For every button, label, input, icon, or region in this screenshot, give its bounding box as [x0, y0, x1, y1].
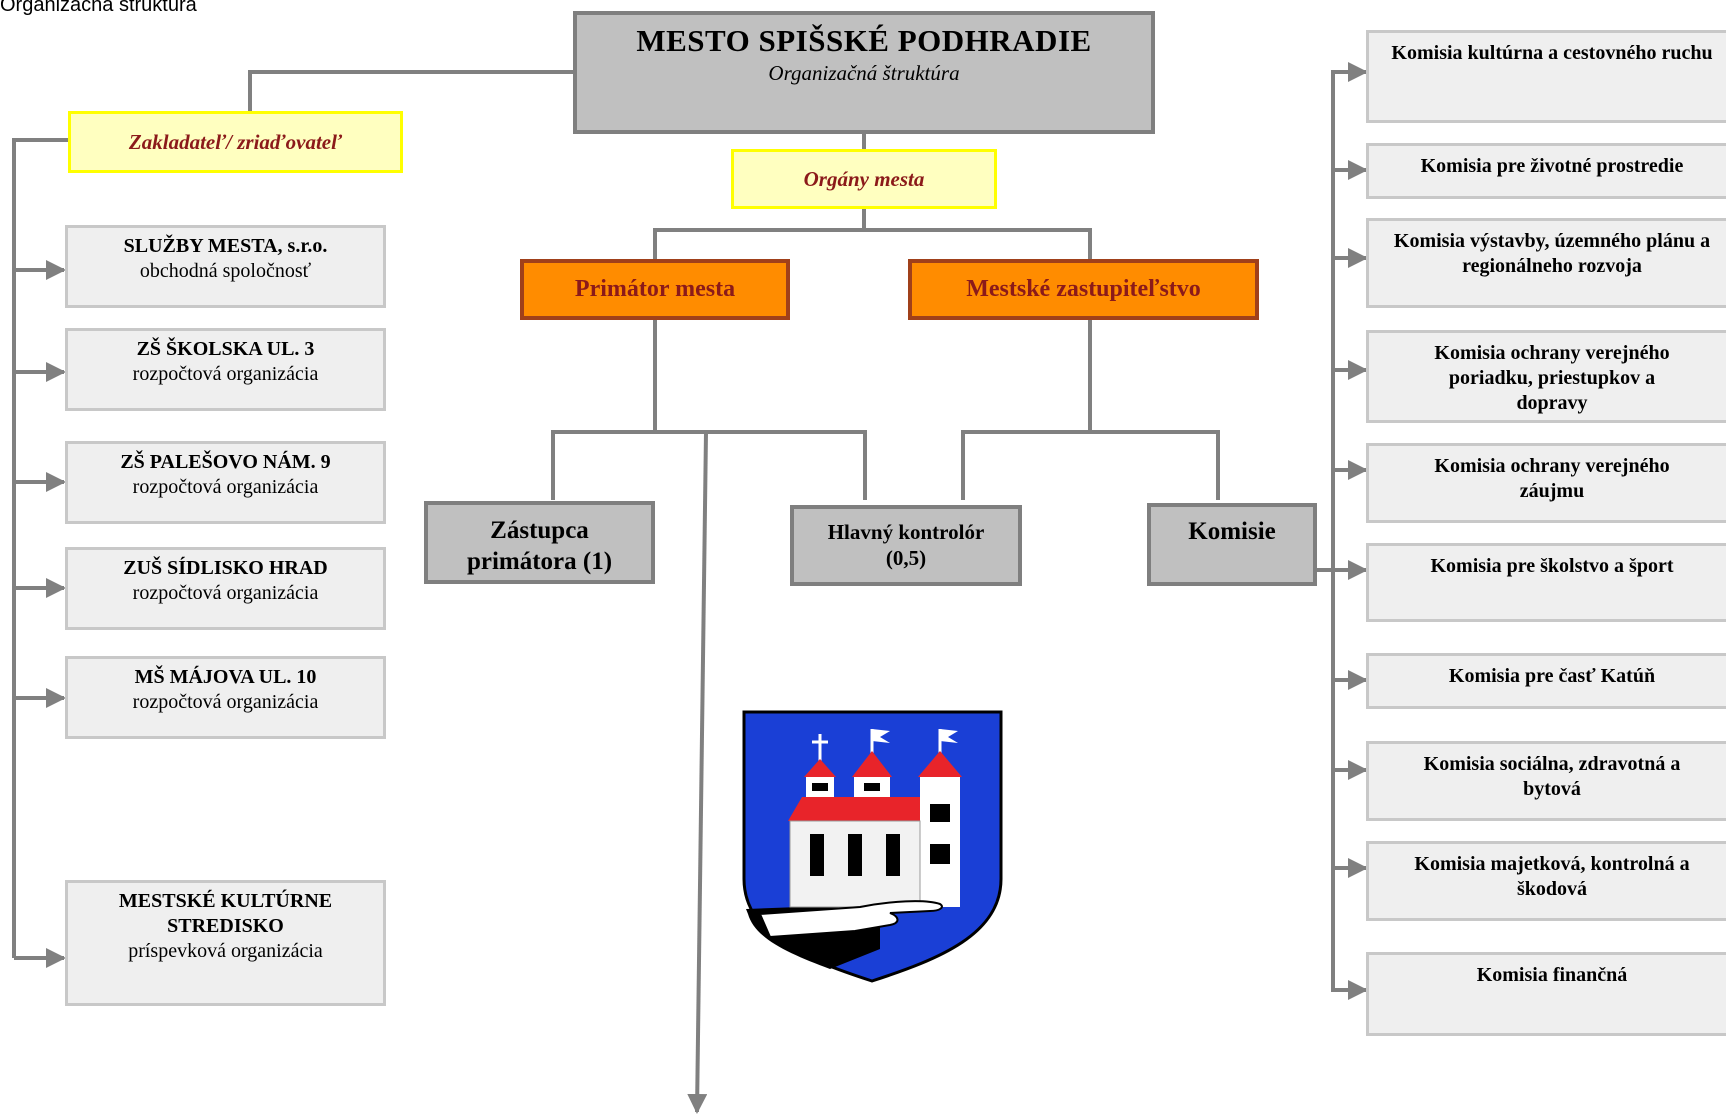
- org-name: ZUŠ SÍDLISKO HRAD: [123, 557, 328, 579]
- org-name: ZŠ ŠKOLSKA UL. 3: [136, 338, 315, 360]
- commission-box-7: Komisia pre časť Katúň: [1366, 653, 1726, 709]
- chief-controller-label: Hlavný kontrolór (0,5): [827, 520, 985, 570]
- chief-controller-box: Hlavný kontrolór (0,5): [790, 505, 1022, 586]
- main-title-box: MESTO SPIŠSKÉ PODHRADIE Organizačná štru…: [573, 11, 1155, 134]
- org-type: rozpočtová organizácia: [132, 476, 319, 498]
- org-box-1: SLUŽBY MESTA, s.r.o. obchodná spoločnosť: [65, 225, 386, 308]
- commission-box-3: Komisia výstavby, územného plánu a regio…: [1366, 218, 1726, 308]
- org-box-3: ZŠ PALEŠOVO NÁM. 9 rozpočtová organizáci…: [65, 441, 386, 524]
- org-type: rozpočtová organizácia: [132, 582, 319, 604]
- town-coat-of-arms-icon: [742, 710, 1003, 983]
- commission-box-10: Komisia finančná: [1366, 952, 1726, 1036]
- commissions-box: Komisie: [1147, 503, 1317, 586]
- commission-box-5: Komisia ochrany verejného záujmu: [1366, 443, 1726, 523]
- main-title: MESTO SPIŠSKÉ PODHRADIE: [636, 23, 1092, 58]
- org-box-2: ZŠ ŠKOLSKA UL. 3 rozpočtová organizácia: [65, 328, 386, 411]
- commission-box-4: Komisia ochrany verejného poriadku, prie…: [1366, 330, 1726, 423]
- founder-label-box: Zakladateľ/ zriaďovateľ: [68, 111, 403, 173]
- org-name: SLUŽBY MESTA, s.r.o.: [123, 235, 328, 257]
- org-name: ZŠ PALEŠOVO NÁM. 9: [120, 451, 331, 473]
- org-type: rozpočtová organizácia: [132, 363, 319, 385]
- organs-label-box: Orgány mesta: [731, 149, 997, 209]
- org-box-5: MŠ MÁJOVA UL. 10 rozpočtová organizácia: [65, 656, 386, 739]
- main-subtitle: Organizačná štruktúra: [768, 61, 960, 85]
- deputy-mayor-box: Zástupca primátora (1): [424, 501, 655, 584]
- org-type: rozpočtová organizácia: [132, 691, 319, 713]
- org-type: obchodná spoločnosť: [139, 260, 312, 282]
- deputy-mayor-label: Zástupca primátora (1): [466, 517, 613, 575]
- org-box-6: MESTSKÉ KULTÚRNE STREDISKO príspevková o…: [65, 880, 386, 1006]
- org-box-4: ZUŠ SÍDLISKO HRAD rozpočtová organizácia: [65, 547, 386, 630]
- commission-box-8: Komisia sociálna, zdravotná a bytová: [1366, 741, 1726, 821]
- commission-box-6: Komisia pre školstvo a šport: [1366, 543, 1726, 622]
- mayor-box: Primátor mesta: [520, 259, 790, 320]
- page-corner-label: Organizačná štruktúra: [0, 0, 197, 16]
- commission-box-9: Komisia majetková, kontrolná a škodová: [1366, 841, 1726, 921]
- org-type: príspevková organizácia: [128, 940, 323, 962]
- org-name: MŠ MÁJOVA UL. 10: [134, 666, 317, 688]
- commission-box-2: Komisia pre životné prostredie: [1366, 143, 1726, 199]
- commissions-label: Komisie: [1188, 518, 1276, 545]
- commission-box-1: Komisia kultúrna a cestovného ruchu: [1366, 30, 1726, 123]
- org-name: MESTSKÉ KULTÚRNE STREDISKO: [118, 890, 333, 937]
- council-box: Mestské zastupiteľstvo: [908, 259, 1259, 320]
